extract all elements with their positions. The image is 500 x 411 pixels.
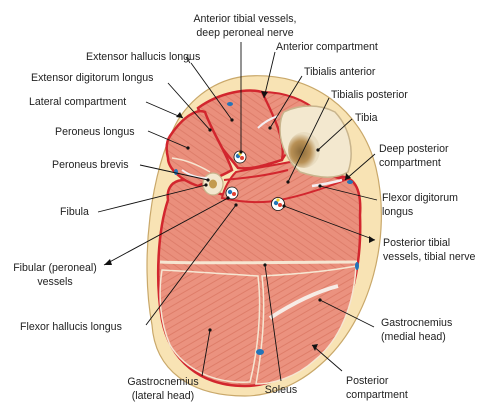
label-tibialis-anterior: Tibialis anterior [304, 66, 376, 78]
label-gastrocnemius-lateral-2: (lateral head) [132, 390, 194, 402]
label-deep-posterior-1: Deep posterior [379, 143, 449, 155]
label-posterior-tibial-2: vessels, tibial nerve [383, 251, 476, 263]
label-anterior-tibial-vessels-1: Anterior tibial vessels, [193, 13, 296, 25]
label-tibia: Tibia [355, 112, 378, 124]
label-tibialis-posterior: Tibialis posterior [331, 89, 408, 101]
aponeurosis [268, 284, 339, 320]
label-deep-posterior-2: compartment [379, 157, 441, 169]
leader-lines [97, 42, 378, 382]
label-posterior-compartment-2: compartment [346, 389, 408, 401]
fibula-marrow [209, 179, 217, 189]
transverse-septum [159, 260, 358, 265]
fibular-bundle [225, 186, 239, 200]
leader-markers [104, 91, 375, 351]
superficial-vein-3 [347, 180, 353, 184]
labels: Anterior tibial vessels, deep peroneal n… [13, 13, 475, 402]
label-lateral-compartment: Lateral compartment [29, 96, 126, 108]
label-anterior-compartment: Anterior compartment [276, 41, 378, 53]
label-fibular-vessels-2: vessels [37, 276, 72, 288]
label-anterior-tibial-vessels-2: deep peroneal nerve [196, 27, 293, 39]
posterior-tibial-bundle [271, 197, 285, 211]
label-fibular-vessels-1: Fibular (peroneal) [13, 262, 97, 274]
label-gastrocnemius-lateral-1: Gastrocnemius [127, 376, 198, 388]
label-extensor-hallucis-longus: Extensor hallucis longus [86, 51, 200, 63]
tendon-3 [311, 178, 343, 188]
label-flexor-hallucis-longus: Flexor hallucis longus [20, 321, 122, 333]
label-flexor-digitorum-1: Flexor digitorum [382, 192, 458, 204]
label-gastrocnemius-medial-1: Gastrocnemius [381, 317, 452, 329]
label-soleus: Soleus [265, 384, 297, 396]
tendon-1 [257, 115, 279, 129]
superficial-vein-1 [227, 102, 233, 106]
superficial-vein-5 [256, 349, 264, 355]
label-peroneus-longus: Peroneus longus [55, 126, 135, 138]
gastrocnemius-lateral-head-muscle [159, 269, 261, 383]
label-flexor-digitorum-2: longus [382, 206, 413, 218]
anterior-tibial-bundle [233, 150, 247, 164]
label-posterior-compartment-1: Posterior [346, 375, 389, 387]
superficial-vein-2 [174, 169, 178, 175]
label-gastrocnemius-medial-2: (medial head) [381, 331, 446, 343]
gastrocnemius-medial-head-muscle [255, 265, 357, 385]
label-fibula: Fibula [60, 206, 89, 218]
label-posterior-tibial-1: Posterior tibial [383, 237, 450, 249]
tendon-2 [181, 169, 209, 179]
label-extensor-digitorum-longus: Extensor digitorum longus [31, 72, 153, 84]
label-peroneus-brevis: Peroneus brevis [52, 159, 129, 171]
peroneus-septum [171, 157, 211, 173]
interosseous-membrane [223, 169, 289, 181]
superficial-vein-4 [355, 262, 359, 270]
